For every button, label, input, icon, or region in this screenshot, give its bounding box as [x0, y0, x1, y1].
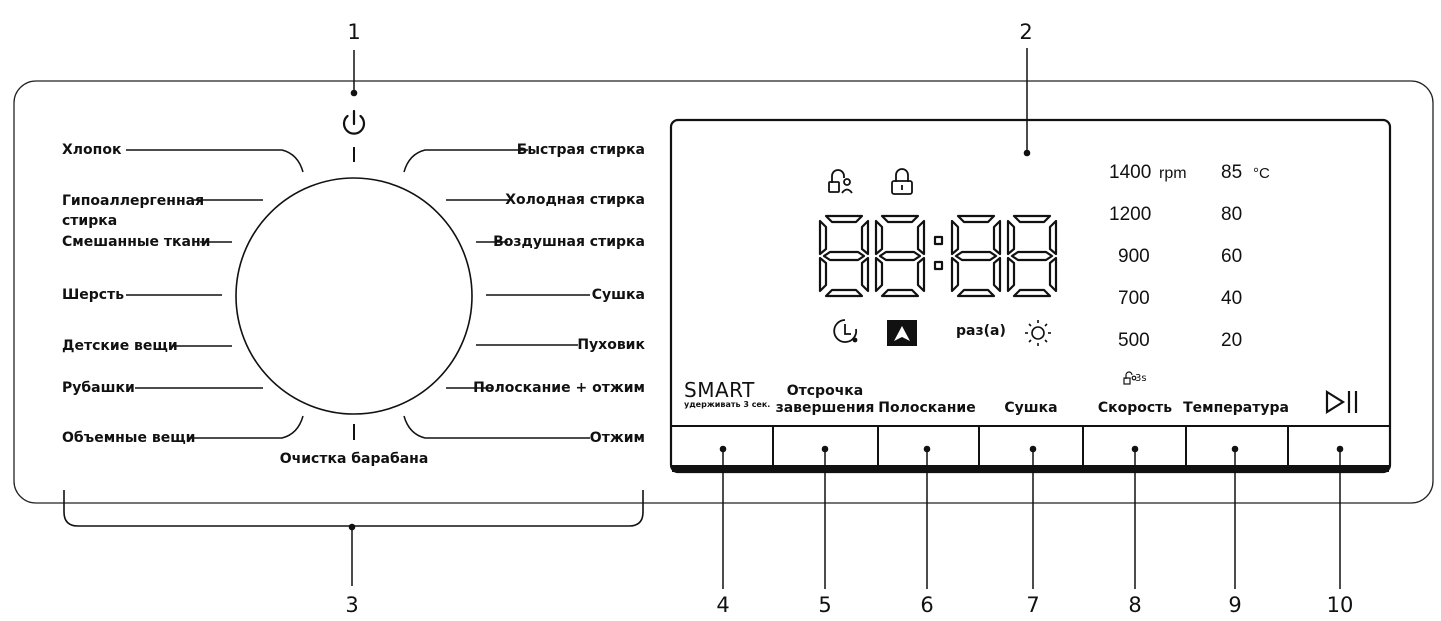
speed-1400: 1400: [1109, 162, 1152, 183]
program-air[interactable]: Воздушная стирка: [493, 234, 645, 250]
callout-7: 7: [1026, 593, 1040, 617]
door-lock-icon: [891, 168, 913, 195]
callout-3: 3: [345, 593, 359, 617]
speed-unit: rpm: [1159, 165, 1187, 182]
program-shirts[interactable]: Рубашки: [62, 380, 135, 396]
speed-1200: 1200: [1109, 204, 1152, 225]
callout-4: 4: [716, 593, 730, 617]
temp-40: 40: [1221, 288, 1243, 309]
program-spin[interactable]: Отжим: [589, 430, 645, 446]
smart-hint: удерживать 3 сек.: [684, 400, 771, 409]
program-rinse-spin[interactable]: Полоскание + отжим: [473, 380, 645, 396]
callout-10: 10: [1326, 593, 1354, 617]
callout-1: 1: [347, 20, 361, 44]
delay-clock-icon: [833, 319, 858, 343]
program-hypoallergenic[interactable]: Гипоаллергенная стирка: [62, 193, 205, 229]
smart-button-label[interactable]: SMART удерживать 3 сек.: [684, 380, 770, 410]
delay-button-label[interactable]: Отсрочка завершения: [775, 383, 875, 416]
program-knob: [235, 177, 473, 415]
speed-900: 900: [1118, 246, 1150, 267]
callout-8: 8: [1128, 593, 1142, 617]
navigation-arrow-icon: [887, 320, 917, 346]
program-drum-clean[interactable]: Очистка барабана: [279, 451, 429, 467]
program-baby[interactable]: Детские вещи: [62, 338, 178, 354]
bracket-3: [63, 490, 644, 527]
speed-700: 700: [1118, 288, 1150, 309]
speed-button-label[interactable]: Скорость: [1097, 400, 1173, 416]
program-cold[interactable]: Холодная стирка: [505, 192, 645, 208]
callout-6: 6: [920, 593, 934, 617]
program-bulky[interactable]: Объемные вещи: [62, 430, 196, 446]
speed-500: 500: [1118, 330, 1150, 351]
power-icon: [342, 109, 366, 135]
dry-button-label[interactable]: Сушка: [1004, 400, 1058, 416]
temp-60: 60: [1221, 246, 1243, 267]
smart-word: SMART: [684, 378, 755, 402]
temp-20: 20: [1221, 330, 1243, 351]
program-down[interactable]: Пуховик: [577, 337, 645, 353]
program-wool[interactable]: Шерсть: [62, 287, 125, 303]
sun-icon: [1025, 320, 1051, 346]
child-lock-small-icon: [1123, 371, 1137, 385]
child-lock-icon: [828, 169, 853, 194]
temp-button-label[interactable]: Температура: [1183, 400, 1289, 416]
play-pause-icon: [1325, 390, 1358, 414]
temp-unit: °C: [1253, 165, 1270, 182]
callout-2: 2: [1019, 20, 1033, 44]
program-dry[interactable]: Сушка: [591, 287, 645, 303]
temp-80: 80: [1221, 204, 1243, 225]
button-strip: [672, 425, 1389, 468]
program-quick[interactable]: Быстрая стирка: [516, 142, 645, 158]
program-mixed[interactable]: Смешанные ткани: [62, 234, 211, 250]
rinse-button-label[interactable]: Полоскание: [878, 400, 976, 416]
rinse-count-label: раз(а): [956, 323, 1006, 339]
segment-display: [818, 214, 1058, 298]
program-cotton[interactable]: Хлопок: [62, 142, 122, 158]
temp-85: 85: [1221, 162, 1243, 183]
callout-5: 5: [818, 593, 832, 617]
lock-hint: 3s: [1135, 373, 1147, 384]
callout-9: 9: [1228, 593, 1242, 617]
